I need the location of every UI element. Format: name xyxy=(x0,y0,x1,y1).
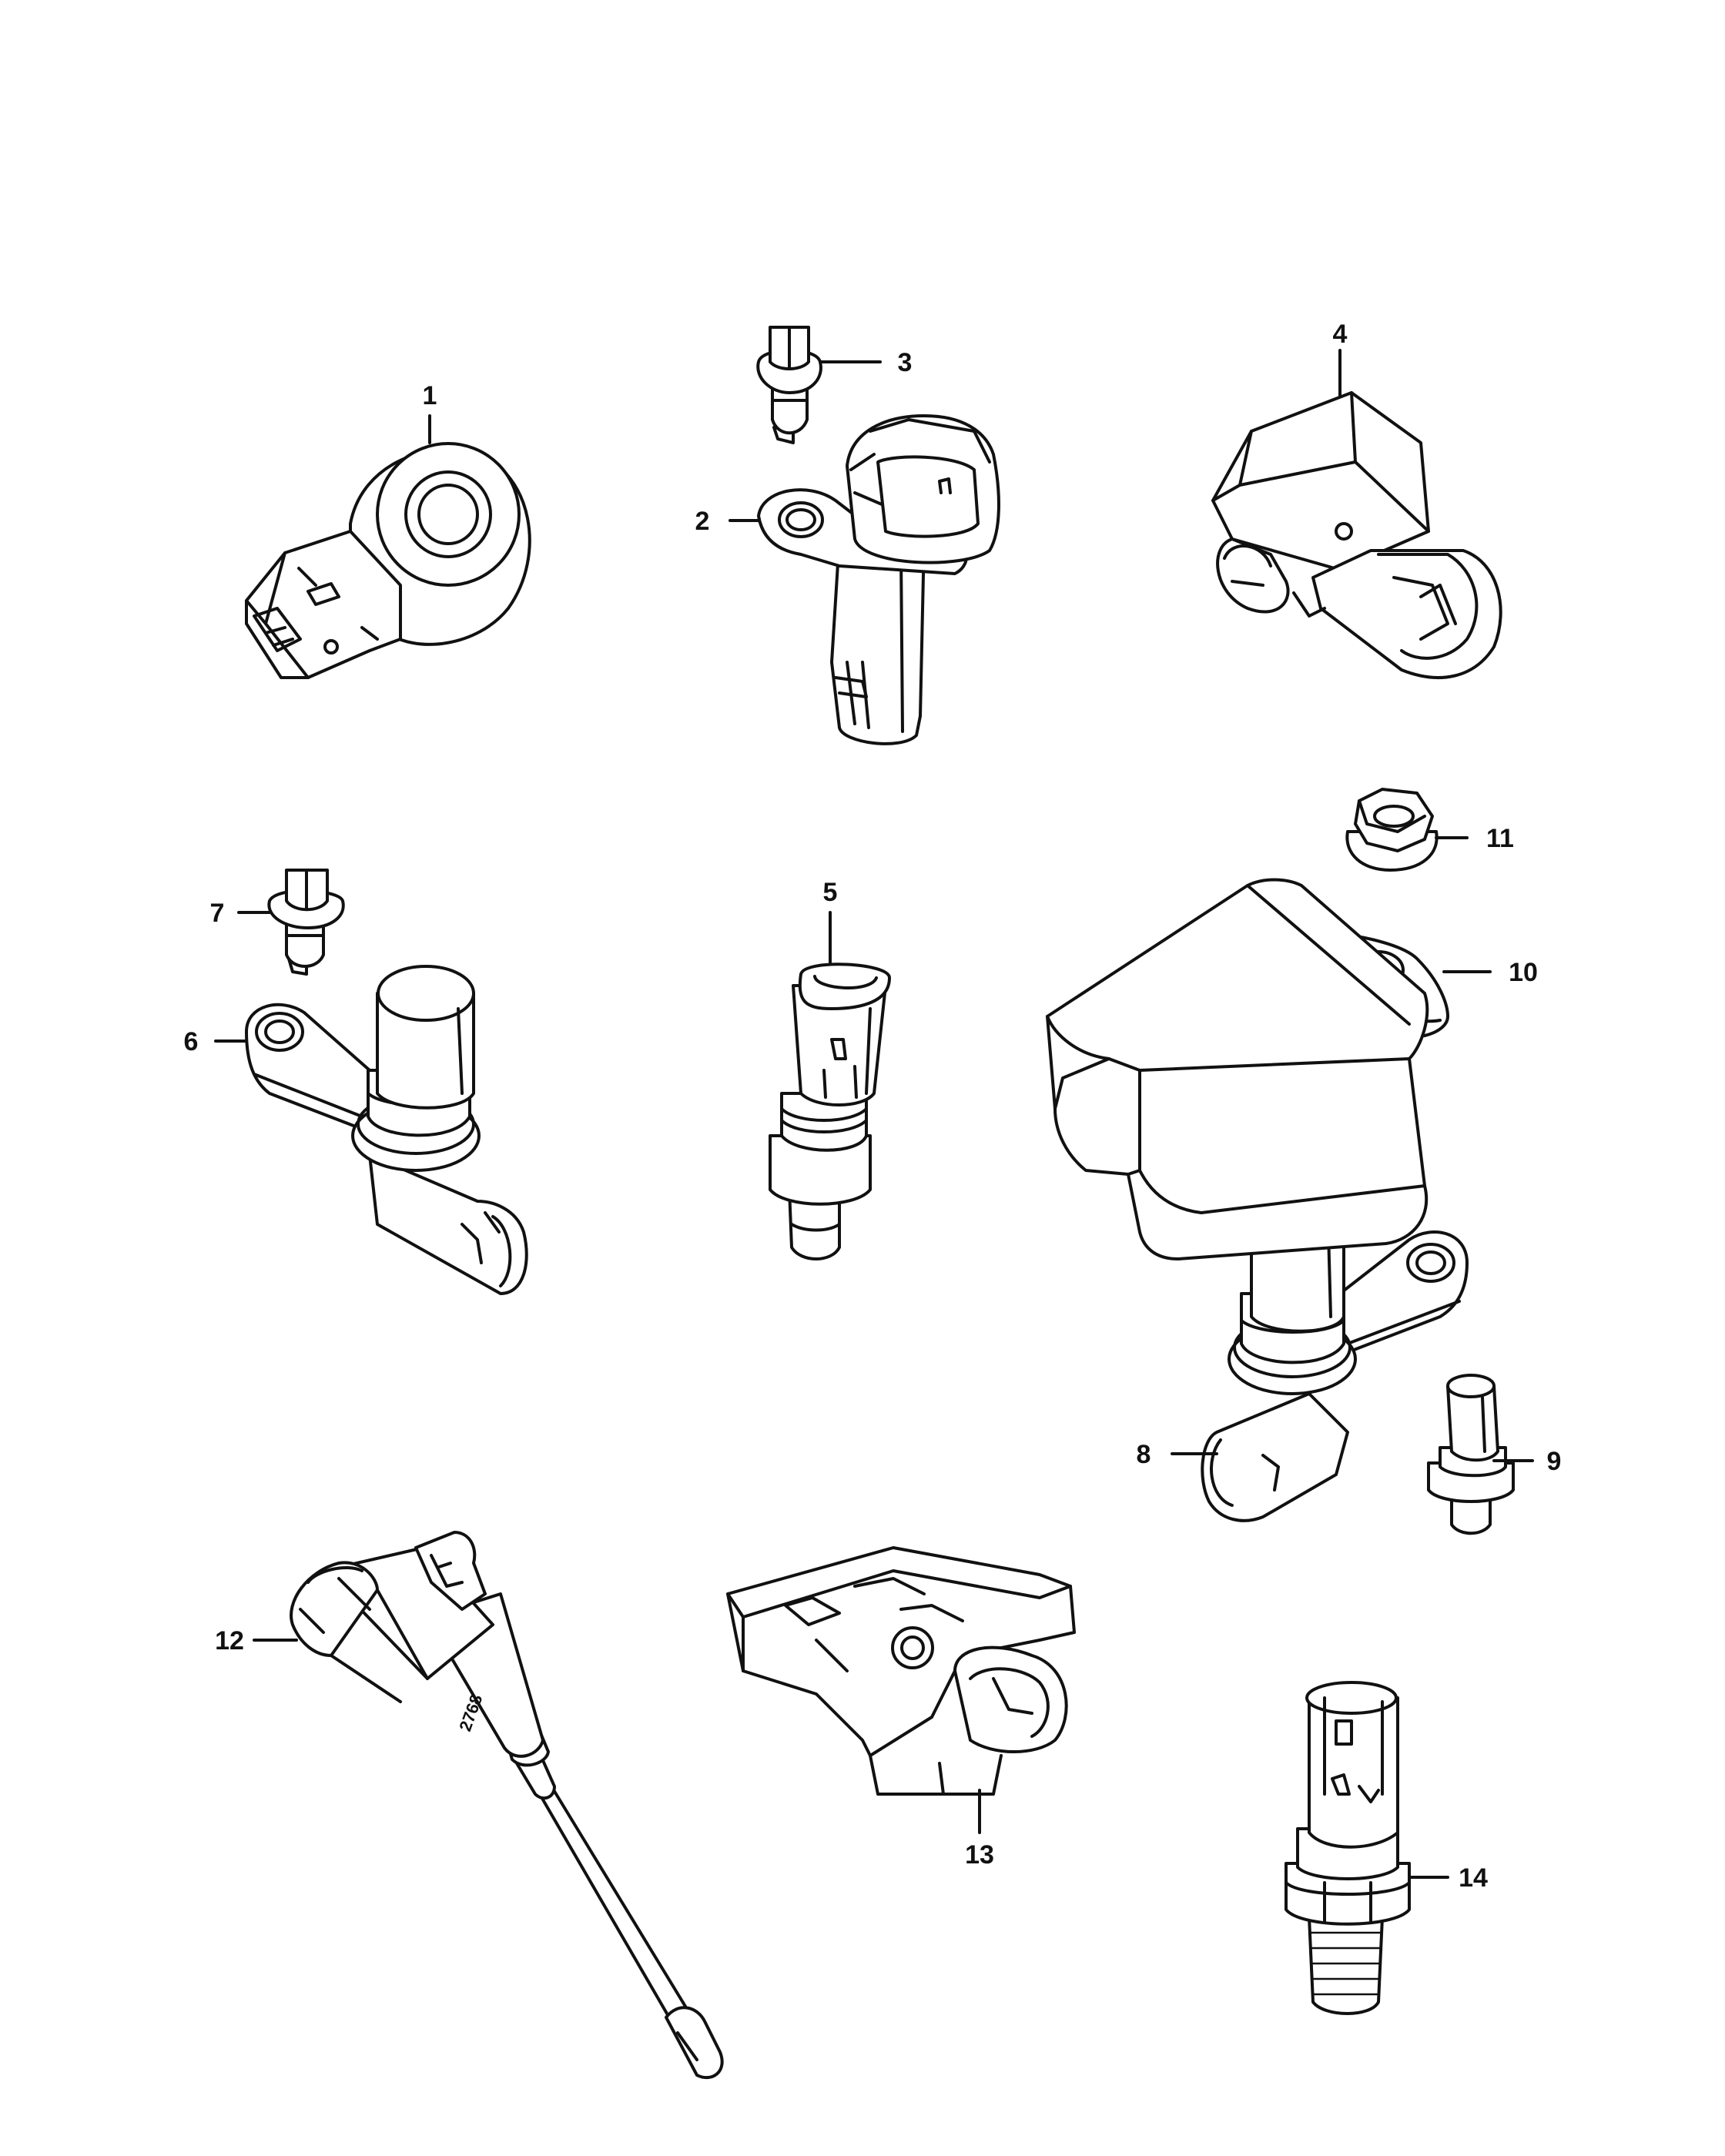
part-2-speed-sensor xyxy=(757,414,1000,745)
callout-10: 10 xyxy=(1509,958,1538,987)
part-12-probe-sensor: 2768 xyxy=(290,1531,724,2080)
part-14-pressure-switch xyxy=(1285,1681,1411,2015)
callout-4: 4 xyxy=(1333,320,1348,349)
callout-numbers: 1 2 3 4 5 6 7 8 9 10 11 12 13 14 xyxy=(184,320,1562,1893)
part-1-knock-sensor xyxy=(245,442,531,679)
callout-12: 12 xyxy=(215,1626,244,1656)
part-4-map-sensor xyxy=(1211,391,1502,679)
part-12-stamp: 2768 xyxy=(455,1692,486,1734)
leader-lines xyxy=(214,349,1534,1879)
callout-2: 2 xyxy=(695,507,710,536)
part-5-temp-sensor xyxy=(769,962,891,1260)
part-9-sensor xyxy=(1427,1374,1515,1535)
callout-1: 1 xyxy=(423,381,437,410)
callout-3: 3 xyxy=(898,348,913,377)
callout-14: 14 xyxy=(1459,1863,1488,1893)
callout-7: 7 xyxy=(210,899,225,928)
callout-9: 9 xyxy=(1547,1447,1562,1476)
part-3-bolt xyxy=(756,326,822,444)
part-6-cam-sensor xyxy=(245,965,528,1295)
part-10-module xyxy=(1046,878,1449,1260)
part-11-nut xyxy=(1345,788,1439,872)
part-7-bolt xyxy=(267,869,345,976)
callout-11: 11 xyxy=(1486,824,1514,853)
part-13-maf-sensor xyxy=(726,1546,1076,1796)
callout-6: 6 xyxy=(184,1027,199,1056)
callout-5: 5 xyxy=(823,878,838,907)
callout-13: 13 xyxy=(965,1840,994,1870)
callout-8: 8 xyxy=(1137,1440,1151,1469)
